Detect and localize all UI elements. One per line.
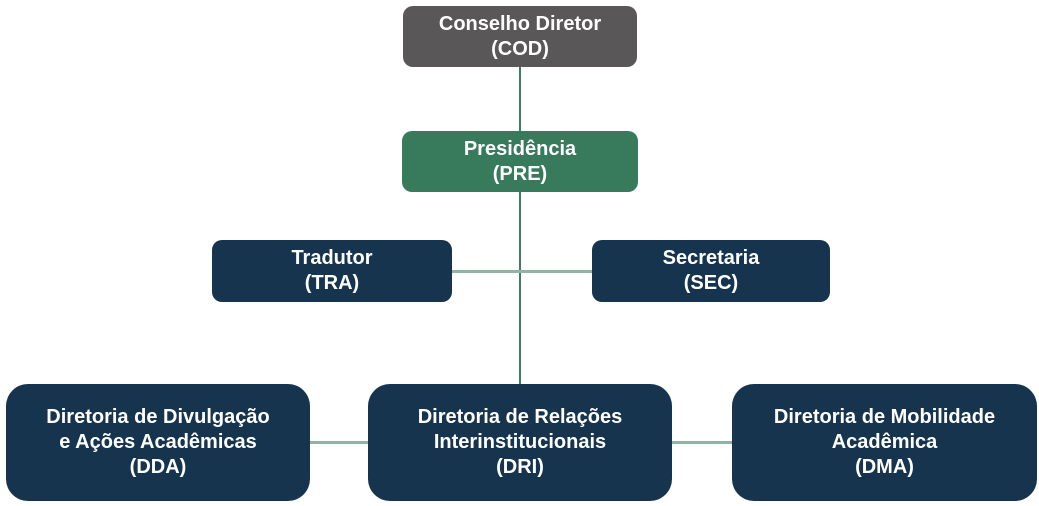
node-code: (PRE) <box>492 162 548 185</box>
node-code: (DDA) <box>129 456 187 478</box>
node-title-line2: e Ações Acadêmicas <box>59 431 257 453</box>
node-title-line1: Diretoria de Divulgação <box>46 406 270 428</box>
node-title-line1: Diretoria de Relações <box>417 406 623 428</box>
node-title-line2: Acadêmica <box>831 431 938 453</box>
node-title-line2: Interinstitucionais <box>433 431 607 453</box>
node-title: Tradutor <box>291 247 373 269</box>
node-title: Conselho Diretor <box>438 12 602 35</box>
node-title: Secretaria <box>662 247 760 269</box>
node-code: (COD) <box>491 37 549 60</box>
node-code: (DMA) <box>855 456 914 478</box>
node-secretaria: Secretaria (SEC) <box>592 240 830 302</box>
node-title: Presidência <box>463 137 577 160</box>
connector-dda-dri <box>308 441 370 444</box>
node-presidencia: Presidência (PRE) <box>402 131 638 192</box>
node-code: (DRI) <box>496 456 544 478</box>
connector-cod-pre <box>519 67 521 133</box>
node-tradutor: Tradutor (TRA) <box>212 240 452 302</box>
connector-tra-sec <box>450 270 594 273</box>
node-conselho-diretor: Conselho Diretor (COD) <box>403 6 637 67</box>
connector-pre-dri <box>519 191 521 386</box>
node-title-line1: Diretoria de Mobilidade <box>773 406 996 428</box>
node-diretoria-relacoes-interinstitucionais: Diretoria de Relações Interinstitucionai… <box>368 384 672 501</box>
node-code: (TRA) <box>304 272 360 294</box>
node-diretoria-mobilidade-academica: Diretoria de Mobilidade Acadêmica (DMA) <box>732 384 1037 501</box>
node-code: (SEC) <box>683 272 739 294</box>
node-diretoria-divulgacao-acoes-academicas: Diretoria de Divulgação e Ações Acadêmic… <box>6 384 310 501</box>
connector-dri-dma <box>670 441 734 444</box>
